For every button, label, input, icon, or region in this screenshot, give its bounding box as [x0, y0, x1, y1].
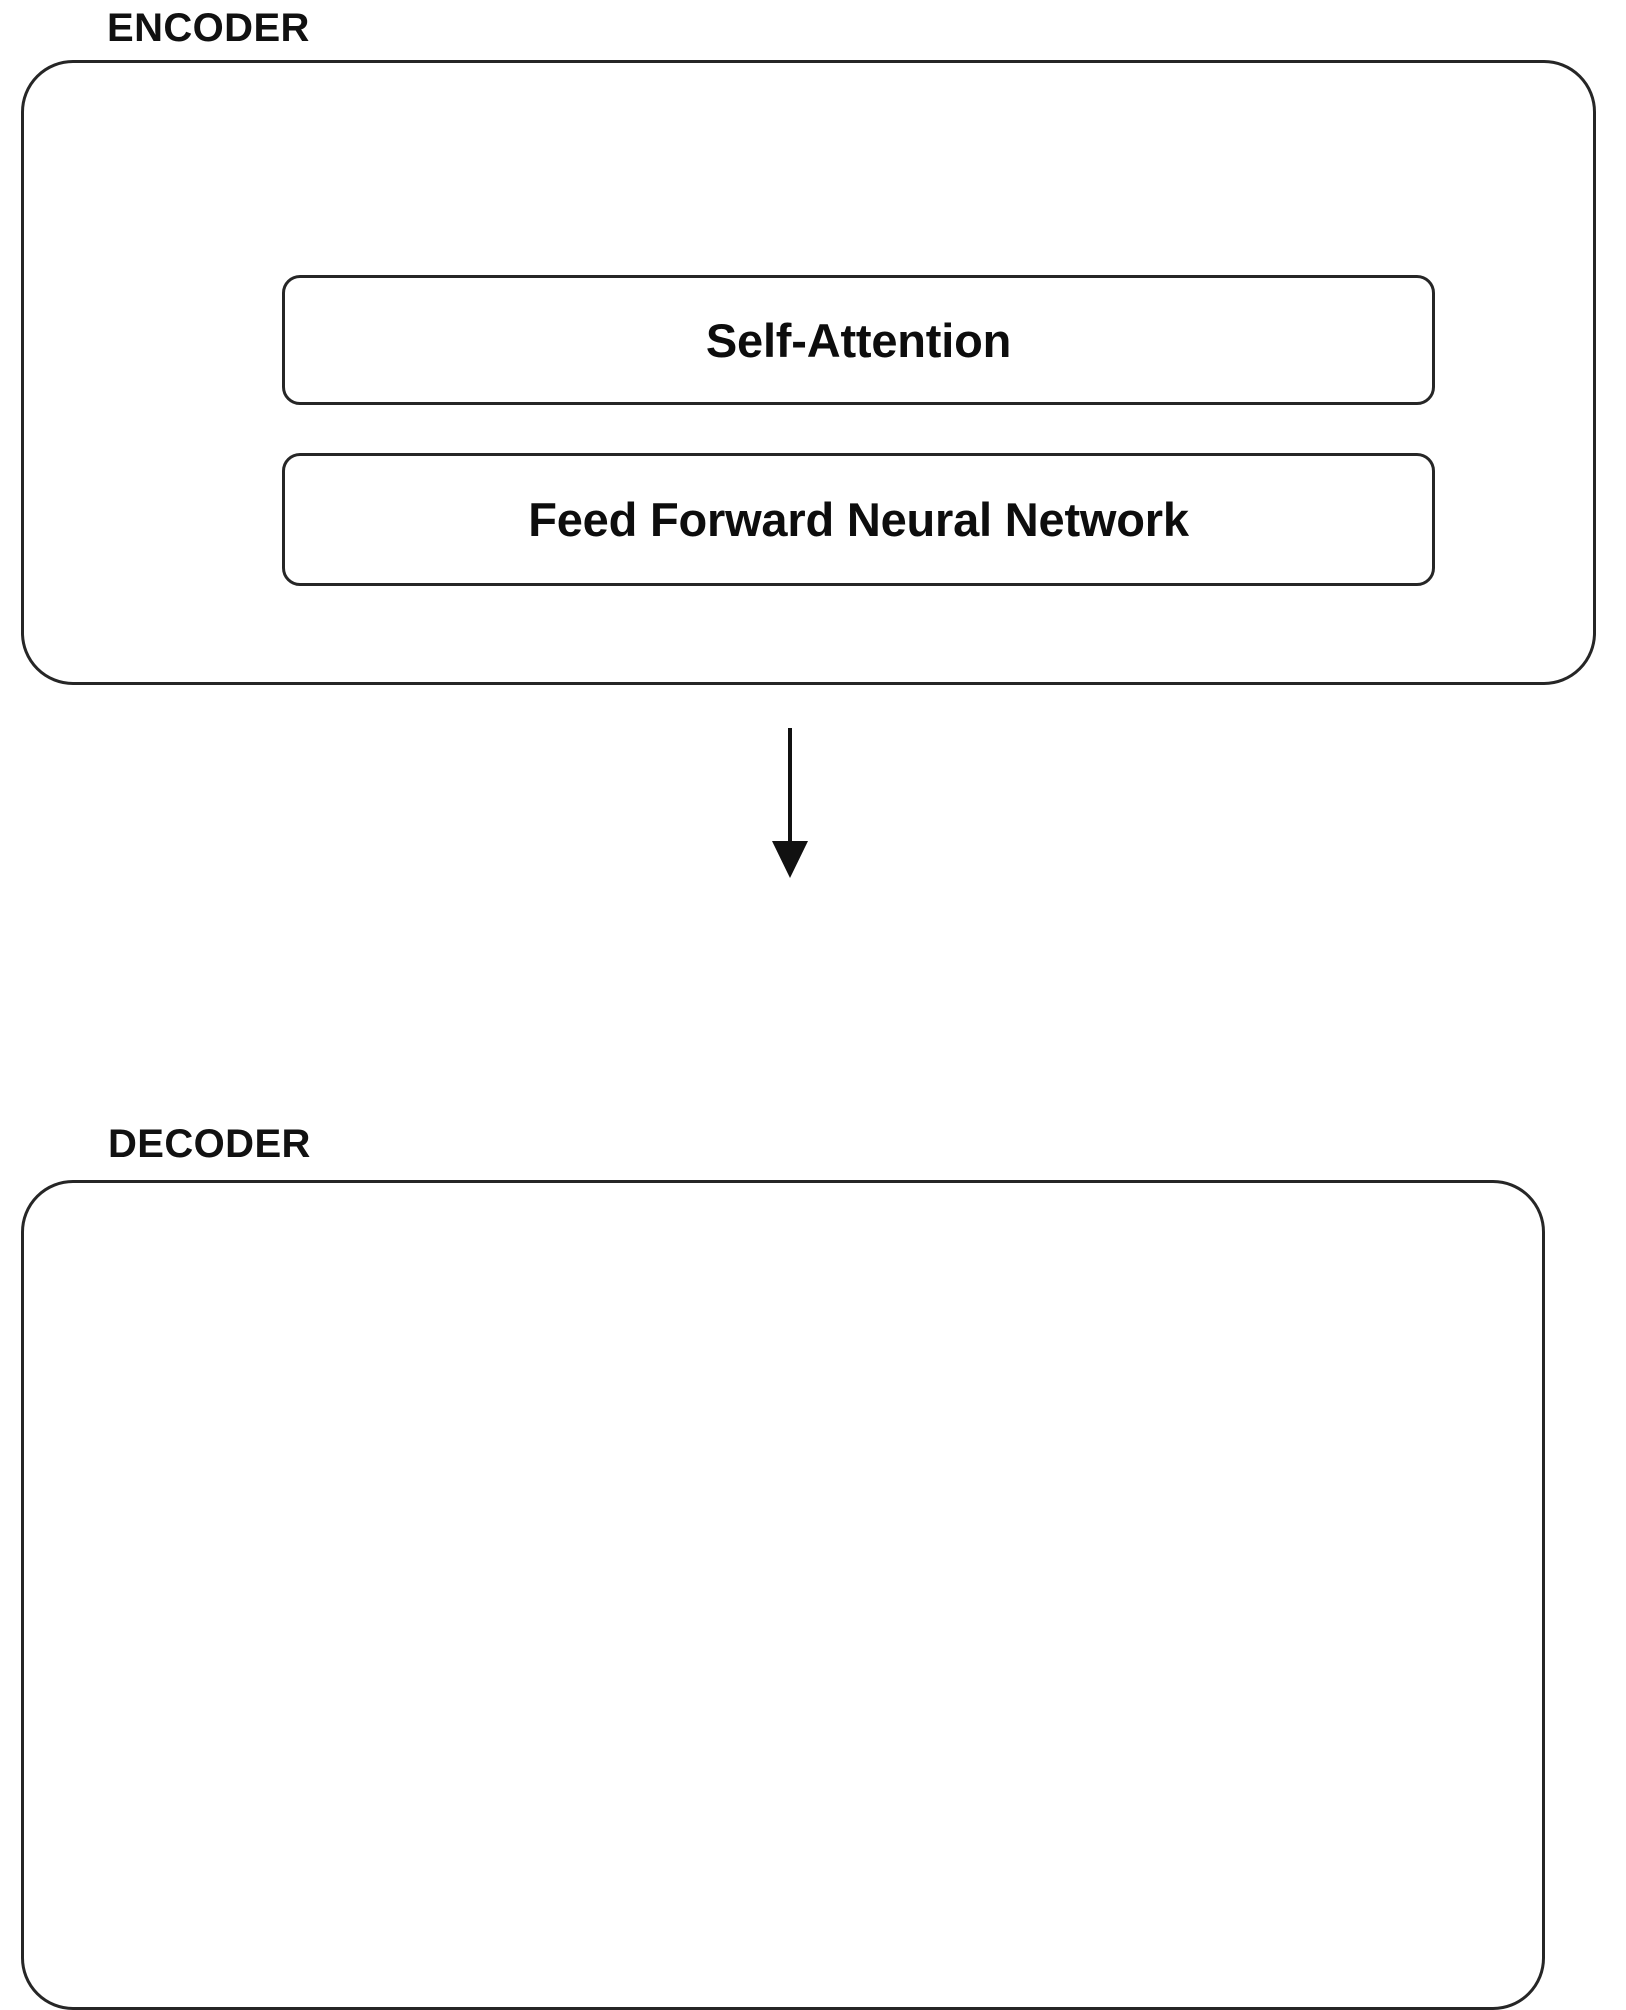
encoder-feed-forward-box: Feed Forward Neural Network [282, 453, 1435, 586]
encoder-self-attention-box: Self-Attention [282, 275, 1435, 405]
decoder-container: Self-Attention Encoder-Decoder Attention… [21, 1180, 1545, 2010]
decoder-section-label: DECODER [108, 1122, 311, 1166]
encoder-section-label: ENCODER [107, 6, 310, 50]
encoder-feed-forward-label: Feed Forward Neural Network [528, 493, 1189, 546]
encoder-self-attention-label: Self-Attention [705, 313, 1012, 367]
down-arrow-icon [772, 728, 808, 878]
encoder-container: Self-Attention Feed Forward Neural Netwo… [21, 60, 1596, 685]
